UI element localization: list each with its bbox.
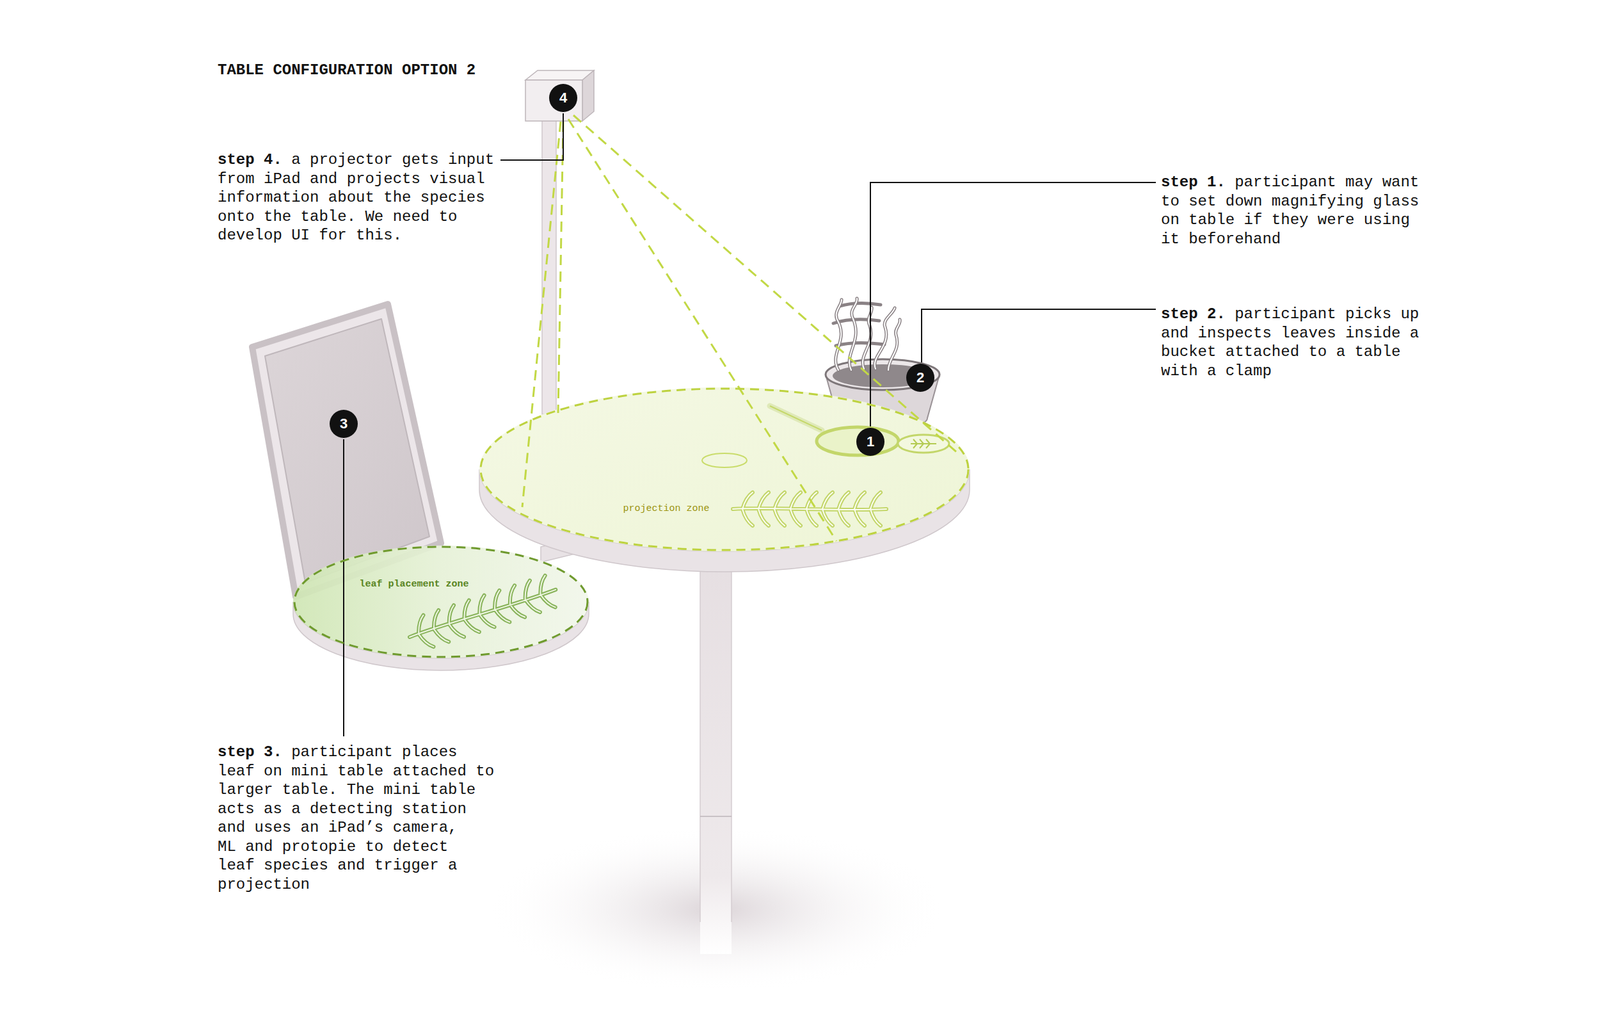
magnifying-glass-part (897, 434, 950, 453)
step-note: step 4.a projector gets input from iPad … (217, 150, 495, 246)
table-stem-part (700, 563, 732, 954)
projector (525, 70, 594, 121)
zone-outline (479, 387, 970, 552)
table-stem-part (730, 563, 733, 922)
callout-text: 2 (916, 369, 925, 386)
callout-circle-shape (329, 409, 358, 438)
main-table-part (702, 453, 747, 468)
leaf-bucket-part-part (835, 299, 842, 370)
magnifying-glass-part (769, 405, 822, 431)
step-heading: step 3. (217, 743, 283, 761)
projection-cone-part (522, 121, 561, 507)
callout-circle-shape (906, 363, 935, 392)
zone-label: leaf placement zone (359, 578, 469, 591)
projection-cone-part (558, 121, 564, 413)
leader-line (343, 113, 1156, 736)
step-heading: step 1. (1160, 173, 1226, 191)
callout-text: 4 (559, 90, 568, 106)
leaf-bucket-part-part (888, 319, 900, 370)
step-note: step 2.participant picks up and inspects… (1160, 304, 1419, 381)
leader-line-part (343, 439, 345, 736)
leader-line-part (870, 182, 1156, 427)
callout-circle-shape (549, 83, 578, 112)
main-table-part (479, 387, 970, 552)
magnifying-glass-part (816, 426, 899, 456)
projector-pole (542, 118, 557, 415)
projector-pole-part (542, 118, 557, 415)
zone-outline-shape (294, 546, 588, 657)
mini-table-part (293, 545, 589, 658)
magnifying-glass (769, 405, 950, 456)
table-stem-part (700, 815, 732, 817)
projection-cone-part (573, 115, 959, 454)
leader-line-part (921, 309, 1156, 363)
step-heading: step 2. (1160, 305, 1226, 323)
table-stem-part (699, 563, 701, 922)
leaf-bucket-part-part (835, 299, 842, 370)
step-description: participant places leaf on mini table at… (217, 743, 495, 893)
callout-number: 4 (549, 83, 578, 112)
callout-number: 2 (906, 363, 935, 392)
ipad-part (264, 318, 430, 583)
projector-part (582, 70, 594, 121)
callout-circle-shape (856, 427, 885, 456)
main-table-part (732, 492, 887, 526)
mini-table (293, 545, 589, 671)
leaf-placement-zone: leaf placement zone (293, 545, 589, 658)
magnifying-glass-part (910, 439, 937, 448)
projection-zone: projection zone 1 (479, 387, 970, 552)
projection-cone-part (568, 119, 837, 541)
step-heading: step 4. (217, 151, 283, 169)
table-stem (700, 563, 732, 954)
callout-text: 3 (339, 416, 348, 432)
step-note: step 1.participant may want to set down … (1160, 172, 1419, 249)
step-note: step 3.participant places leaf on mini t… (217, 742, 495, 894)
zone-outline-shape (480, 388, 969, 550)
callout-number: 3 (329, 409, 358, 438)
leaf-bucket-part (835, 298, 901, 370)
projection-cone (522, 115, 959, 541)
zone-outline (293, 545, 589, 658)
leaf-bucket-part-part (888, 319, 900, 370)
leaf-bucket-part (825, 359, 940, 390)
callout-number: 1 (856, 427, 885, 456)
leader-line-part (500, 113, 564, 160)
zone-label: projection zone (622, 503, 710, 515)
diagram-title: TABLE CONFIGURATION OPTION 2 (217, 60, 476, 80)
main-table-part (732, 492, 887, 526)
magnifying-glass-part (769, 405, 822, 431)
leaf-bucket-part (833, 298, 900, 370)
main-table (479, 387, 970, 572)
callout-text: 1 (866, 433, 875, 450)
